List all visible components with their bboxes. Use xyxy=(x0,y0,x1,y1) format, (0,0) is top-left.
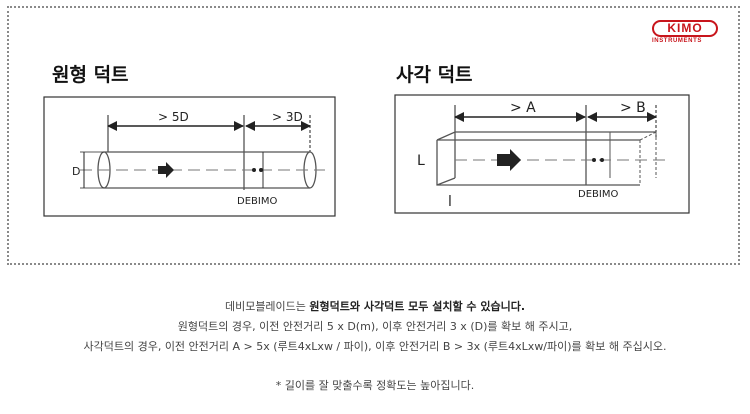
round-duct-title: 원형 덕트 xyxy=(52,64,129,86)
round-device-label: DEBIMO xyxy=(237,196,277,207)
round-panel xyxy=(43,96,336,217)
rect-duct-title: 사각 덕트 xyxy=(396,64,473,86)
caption-line-1-pre: 데비모블레이드는 xyxy=(224,300,310,313)
round-pipe xyxy=(104,151,310,189)
duct-diagram: > 5D > 3D D DEBIMO > A > B L l DEBIMO xyxy=(43,94,690,217)
round-dim-3d-label: > 3D xyxy=(272,110,303,124)
caption-line-1-bold: 원형덕트와 사각덕트 모두 설치할 수 있습니다. xyxy=(309,300,526,313)
kimo-brand: KIMO xyxy=(652,20,718,37)
diagram-frame xyxy=(7,6,740,265)
rect-duct xyxy=(436,131,656,186)
kimo-sub: INSTRUMENTS xyxy=(652,38,702,44)
rect-device-label: DEBIMO xyxy=(578,189,618,200)
rect-dim-a-label: > A xyxy=(510,100,536,116)
round-diameter-label: D xyxy=(72,165,80,178)
kimo-logo: KIMO INSTRUMENTS xyxy=(652,20,724,52)
rect-height-label: L xyxy=(417,153,425,169)
caption-line-1: 데비모블레이드는 원형덕트와 사각덕트 모두 설치할 수 있습니다. xyxy=(0,298,750,314)
rect-width-label: l xyxy=(448,194,452,210)
caption-line-2: 원형덕트의 경우, 이전 안전거리 5 x D(m), 이후 안전거리 3 x … xyxy=(177,320,573,333)
rect-dim-b-label: > B xyxy=(620,100,646,116)
caption-line-3: 사각덕트의 경우, 이전 안전거리 A > 5x (루트4xLxw / 파이),… xyxy=(83,340,667,353)
round-dim-5d-label: > 5D xyxy=(158,110,189,124)
round-flow-arrow xyxy=(158,162,174,178)
rect-flow-arrow xyxy=(497,149,521,171)
caption-note: * 길이를 잘 맞출수록 정확도는 높아집니다. xyxy=(275,379,475,392)
